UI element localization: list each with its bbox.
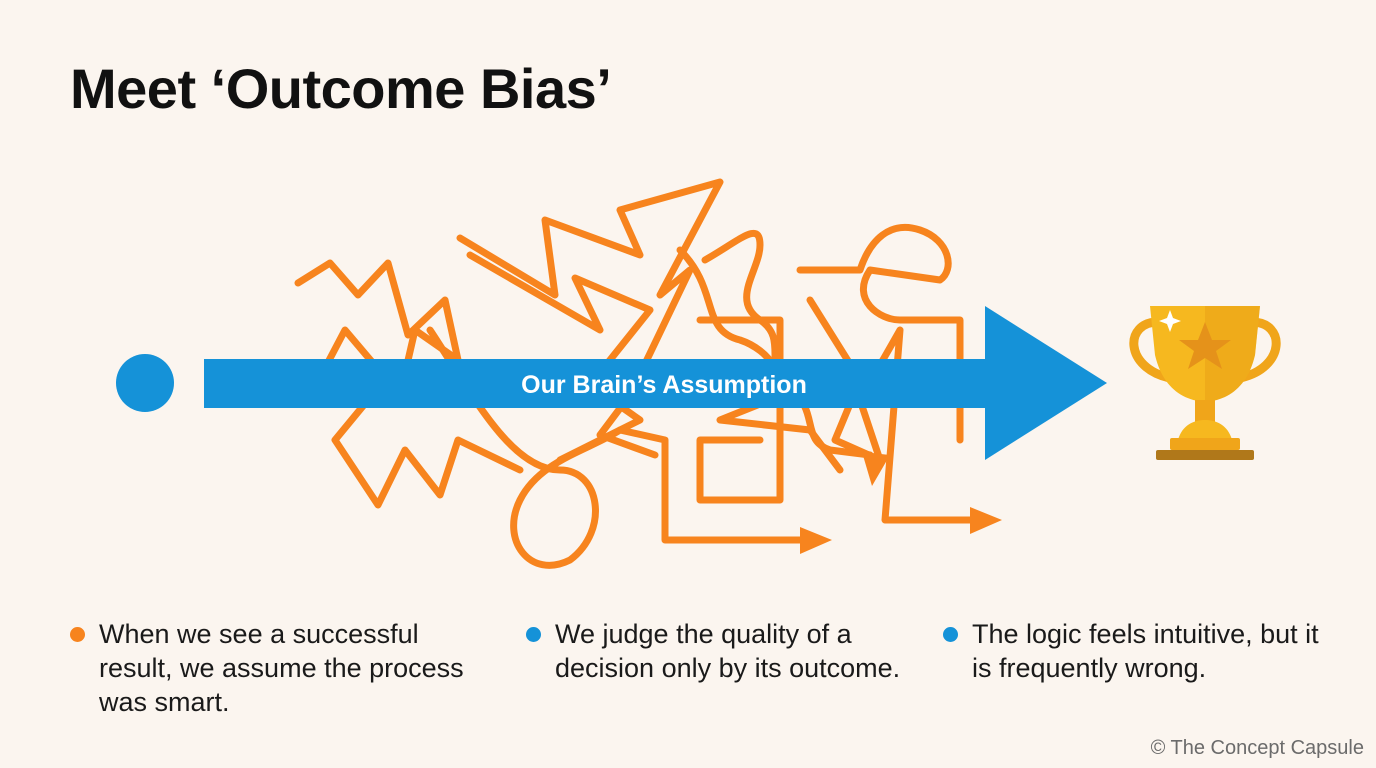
- copyright-footer: © The Concept Capsule: [1150, 737, 1364, 759]
- bullet-text: We judge the quality of a decision only …: [555, 619, 901, 683]
- bullet-item-3: The logic feels intuitive, but it is fre…: [943, 617, 1343, 685]
- zigzag-path-upper: [466, 251, 654, 464]
- bullet-dot-icon: [70, 627, 85, 642]
- arrowhead-icon: [800, 527, 832, 554]
- bullet-text: The logic feels intuitive, but it is fre…: [972, 619, 1319, 683]
- loop-path-upper: [796, 223, 964, 444]
- bullet-item-2: We judge the quality of a decision only …: [526, 617, 906, 685]
- curvy-path: [701, 229, 874, 459]
- bullet-item-1: When we see a successful result, we assu…: [70, 617, 470, 719]
- arrow-label: Our Brain’s Assumption: [521, 371, 807, 399]
- arrowhead-icon: [862, 452, 890, 486]
- zigzag-path-right: [806, 296, 979, 524]
- start-dot-icon: [116, 354, 174, 412]
- trophy-icon: [1129, 306, 1281, 460]
- page-title: Meet ‘Outcome Bias’: [70, 57, 612, 120]
- box-path: [696, 316, 784, 504]
- bullet-dot-icon: [943, 627, 958, 642]
- loop-path-lower: [426, 326, 804, 569]
- path-arrowheads: [800, 452, 1002, 554]
- arrowhead-icon: [970, 507, 1002, 534]
- assumption-arrow: [204, 306, 1107, 460]
- bullet-text: When we see a successful result, we assu…: [99, 619, 464, 717]
- bullet-dot-icon: [526, 627, 541, 642]
- zigzag-path-middle: [456, 178, 724, 459]
